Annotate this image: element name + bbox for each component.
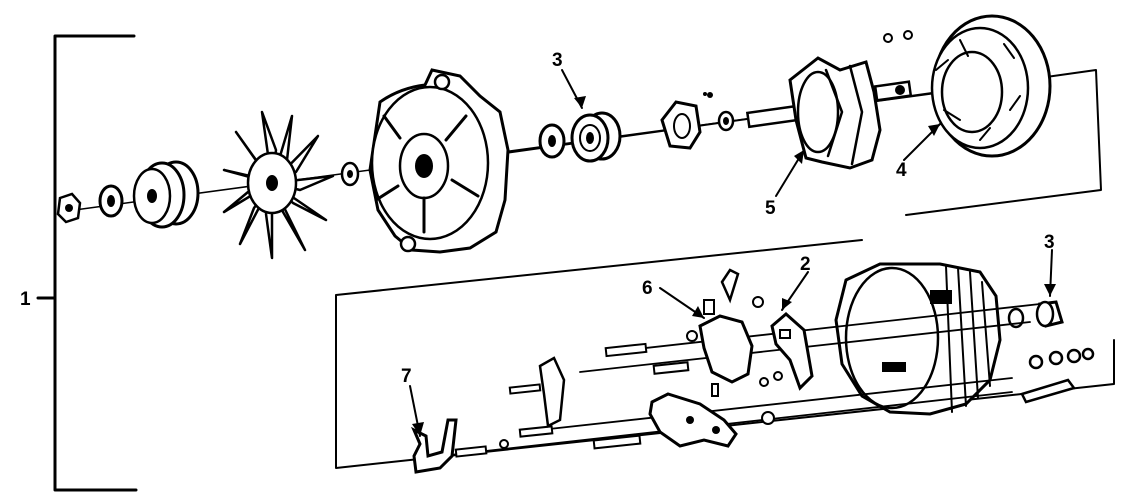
- callout-regulator: 6: [642, 278, 653, 299]
- rear-housing: [834, 262, 1002, 416]
- lower-hardware: [454, 342, 690, 458]
- brush-holder: [759, 312, 814, 391]
- terminal-bracket: [411, 418, 458, 474]
- pulley-washer: [98, 184, 124, 218]
- rotor: [745, 56, 913, 170]
- callout-bearing-front: 3: [552, 50, 563, 71]
- pulley: [132, 160, 200, 229]
- callout-bearing-rear: 3: [1044, 232, 1055, 253]
- leader-arrowheads: [412, 96, 1056, 436]
- through-bolts: [449, 303, 1041, 456]
- front-bearing: [570, 111, 622, 163]
- rear-bearing: [1007, 300, 1064, 329]
- regulator: [686, 268, 764, 397]
- rotor-collar: [717, 110, 735, 132]
- callout-brush-holder: 2: [800, 254, 811, 275]
- rectifier-plate: [648, 392, 775, 448]
- fan-spacer: [340, 161, 360, 187]
- stator: [883, 14, 1052, 158]
- bearing-retainer-plate: [660, 92, 713, 150]
- cooling-fan: [222, 110, 335, 260]
- callout-stator: 4: [896, 160, 907, 181]
- assembly-bracket: [36, 34, 138, 492]
- front-housing: [368, 68, 510, 254]
- rear-nuts: [1020, 347, 1095, 404]
- callout-assembly: 1: [20, 289, 31, 310]
- callout-terminal-bracket: 7: [401, 366, 412, 387]
- callout-rotor: 5: [765, 198, 776, 219]
- pulley-nut: [56, 192, 82, 224]
- front-bearing-retainer: [538, 123, 566, 159]
